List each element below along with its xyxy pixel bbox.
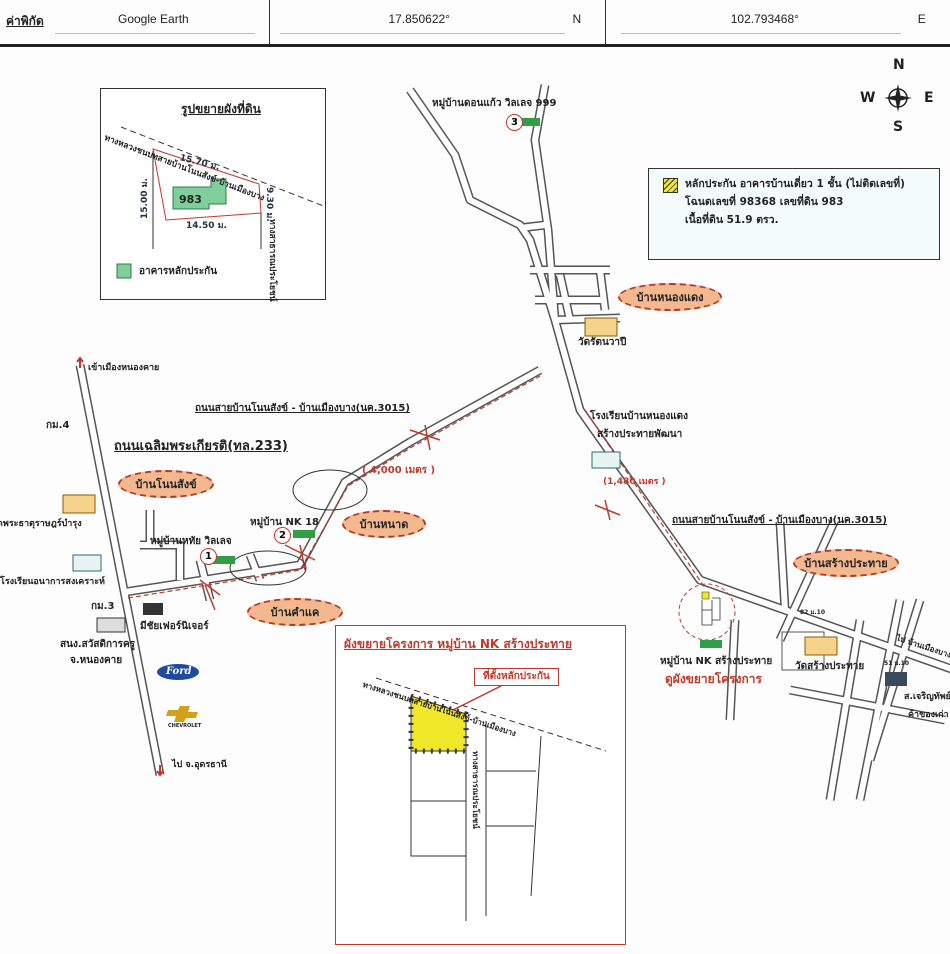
label-nk-sang: หมู่บ้าน NK สร้างประทาย (660, 656, 773, 667)
dim-bottom: 14.50 ม. (186, 221, 227, 231)
route-line (127, 375, 706, 599)
village-sang-prathai: บ้านสร้างประทาย (793, 549, 899, 577)
parcel-number: 983 (179, 193, 202, 206)
legend-line1: หลักประกัน อาคารบ้านเดี่ยว 1 ชั้น (ไม่ติ… (685, 178, 905, 190)
label-charoen-1: ส.เจริญทัพย์ (904, 692, 950, 702)
project-road-side: ทางสาธารณประโยชน์ (471, 751, 480, 829)
collateral-callout: ที่ตั้งหลักประกัน (474, 668, 559, 686)
label-meechai: มีชัยเฟอร์นิเจอร์ (140, 621, 209, 632)
label-m82: 82 ม.10 (800, 609, 826, 616)
ford-logo (157, 664, 199, 680)
distance-markers (199, 424, 621, 611)
coord-label: ค่าพิกัด (6, 14, 44, 28)
label-hathai: หมู่บ้านหทัย วิลเลจ (150, 536, 232, 547)
marker-1: 1 (200, 548, 217, 565)
temple-icon (584, 317, 618, 337)
dim-left: 15.00 ม. (140, 178, 150, 219)
longitude-value: 102.793468° (730, 12, 799, 26)
inset-legend-label: อาคารหลักประกัน (139, 266, 218, 277)
subdivision-nat (292, 469, 368, 511)
compass-s: S (893, 119, 904, 135)
compass-n: N (893, 57, 905, 73)
label-to-nongkhai: เข้าเมืองหนองคาย (88, 363, 160, 373)
school-icon (72, 554, 102, 572)
label-wat-sang: วัดสร้างประทาย (795, 661, 865, 672)
label-nk18: หมู่บ้าน NK 18 (250, 517, 319, 528)
label-dist-4000: ( 4,000 เมตร ) (362, 465, 436, 476)
subdivision-kham-khae (229, 550, 307, 586)
factory-icon (143, 603, 163, 615)
legend-line2: โฉนดเลขที่ 98368 เลขที่ดิน 983 (685, 196, 844, 208)
label-don-kaeo: หมู่บ้านดอนแก้ว วิลเลจ 999 (432, 98, 557, 109)
label-dist-1480: (1,480 เมตร ) (603, 477, 666, 487)
label-wat-rattana: วัดรัตนวาปี (578, 337, 627, 348)
label-road-3015-b: ถนนสายบ้านโนนสังข์ - บ้านเมืองบาง(นค.301… (672, 515, 887, 526)
office-icon (96, 617, 126, 633)
temple-icon (804, 636, 838, 656)
ford-text: Ford (166, 666, 192, 677)
longitude-dir: E (917, 12, 926, 26)
label-km3: กม.3 (91, 601, 115, 612)
label-km4: กม.4 (46, 420, 70, 431)
project-title: ผังขยายโครงการ หมู่บ้าน NK สร้างประทาย (344, 637, 572, 651)
temple-icon (62, 494, 96, 514)
project-plan-inset: ผังขยายโครงการ หมู่บ้าน NK สร้างประทาย ท… (335, 625, 626, 945)
latitude-value: 17.850622° (388, 12, 450, 26)
label-school-nd-2: สร้างประทายพัฒนา (597, 429, 683, 440)
label-m51: 51 ม.10 (884, 660, 910, 667)
see-plan-link[interactable]: ดูผังขยายโครงการ (665, 672, 762, 686)
compass-rose-icon (884, 84, 912, 112)
label-road-233: ถนนเฉลิมพระเกียรติ(ทล.233) (114, 439, 288, 454)
village-kham-khae: บ้านคำแค (247, 598, 343, 626)
inset-road-side: ทางสาธารณประโยชน์ (267, 219, 277, 302)
latitude-dir: N (572, 12, 582, 26)
label-charoen-2: ค้าของเก่า (908, 710, 949, 720)
legend-swatch (116, 263, 132, 279)
village-icons (213, 118, 722, 648)
land-plot-inset: รูปขยายผังที่ดิน ทางหลวงชนบทสายบ้านโนนสั… (100, 88, 326, 302)
label-school-anakan: โรงเรียนอนาการสงเคราะห์ (0, 577, 105, 587)
latitude-cell: 17.850622° N (270, 0, 606, 44)
marker-2: 2 (274, 527, 291, 544)
collateral-swatch (663, 178, 678, 193)
marker-3: 3 (506, 114, 523, 131)
label-school-nd-1: โรงเรียนบ้านหนองแดง (590, 411, 689, 422)
warehouse-icon (885, 672, 907, 686)
arrow-up-icon (76, 356, 84, 368)
coord-source: Google Earth (118, 12, 189, 26)
inset-title: รูปขยายผังที่ดิน (181, 102, 261, 116)
compass-w: W (860, 90, 876, 106)
longitude-cell: 102.793468° E (606, 0, 950, 44)
label-teacher-1: สนง.สวัสดิการครู (60, 639, 136, 650)
label-wat-phrathat: วัดพระธาตุราษฎร์บำรุง (0, 519, 82, 529)
landmark-icons (62, 118, 907, 777)
arrow-down-icon (156, 765, 164, 777)
collateral-legend: หลักประกัน อาคารบ้านเดี่ยว 1 ชั้น (ไม่ติ… (648, 168, 940, 260)
chevrolet-text: CHEVROLET (168, 723, 202, 729)
dim-right: 9.30 ม. (264, 187, 274, 222)
village-nong-daeng: บ้านหนองแดง (618, 283, 722, 311)
label-teacher-2: จ.หนองคาย (70, 655, 123, 666)
chevrolet-logo (166, 706, 198, 722)
coordinates-header: ค่าพิกัด Google Earth 17.850622° N 102.7… (0, 0, 950, 47)
legend-line3: เนื้อที่ดิน 51.9 ตรว. (685, 214, 779, 226)
building-shape (172, 178, 227, 210)
school-icon (591, 451, 621, 469)
village-non-sang: บ้านโนนสังข์ (118, 470, 214, 498)
label-road-3015-a: ถนนสายบ้านโนนสังข์ - บ้านเมืองบาง(นค.301… (195, 403, 410, 414)
label-to-udon: ไป จ.อุดรธานี (172, 760, 227, 770)
source-cell: ค่าพิกัด Google Earth (0, 0, 271, 44)
compass-e: E (924, 90, 934, 106)
village-nat: บ้านหนาด (342, 510, 426, 538)
